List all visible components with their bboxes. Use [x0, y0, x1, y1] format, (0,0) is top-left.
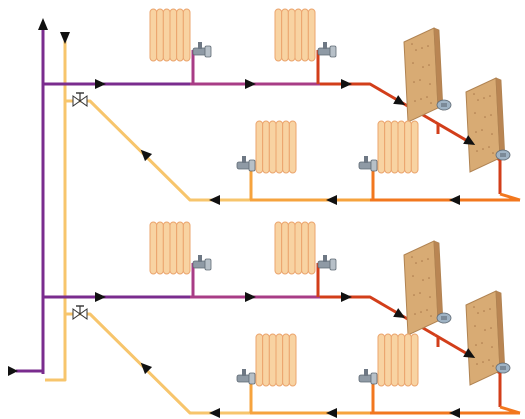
panel-radiator	[403, 27, 444, 123]
balancing-valve-icon	[72, 305, 88, 320]
radiator-valve-icon	[236, 369, 256, 385]
radiator-lockshield-icon	[436, 312, 452, 324]
radiator-valve-icon	[358, 369, 378, 385]
return-main	[65, 99, 250, 202]
balancing-valve-icon	[72, 92, 88, 107]
panel-radiator	[465, 77, 506, 173]
return-main	[499, 192, 521, 202]
supply-riser-arrow	[38, 18, 48, 30]
column-radiator	[255, 333, 297, 387]
radiator-valve-icon	[317, 42, 337, 58]
radiator-group	[149, 8, 506, 387]
column-radiator	[377, 333, 419, 387]
column-radiator	[149, 221, 191, 275]
radiator-valve-icon	[358, 156, 378, 172]
column-radiator	[377, 120, 419, 174]
return-riser-arrow	[60, 32, 70, 44]
column-radiator	[274, 221, 316, 275]
panel-radiator	[403, 240, 444, 336]
radiator-lockshield-icon	[436, 99, 452, 111]
inlet-arrow	[8, 366, 18, 376]
column-radiator	[149, 8, 191, 62]
return-main	[499, 405, 521, 415]
radiator-valve-icon	[192, 255, 212, 271]
radiator-lockshield-icon	[495, 149, 511, 161]
panel-radiator	[465, 290, 506, 386]
return-main	[65, 312, 250, 415]
column-radiator	[255, 120, 297, 174]
radiator-lockshield-icon	[495, 362, 511, 374]
radiator-valve-icon	[317, 255, 337, 271]
column-radiator	[274, 8, 316, 62]
valve-group	[72, 42, 511, 385]
radiator-valve-icon	[236, 156, 256, 172]
return-riser	[45, 40, 67, 382]
radiator-valve-icon	[192, 42, 212, 58]
